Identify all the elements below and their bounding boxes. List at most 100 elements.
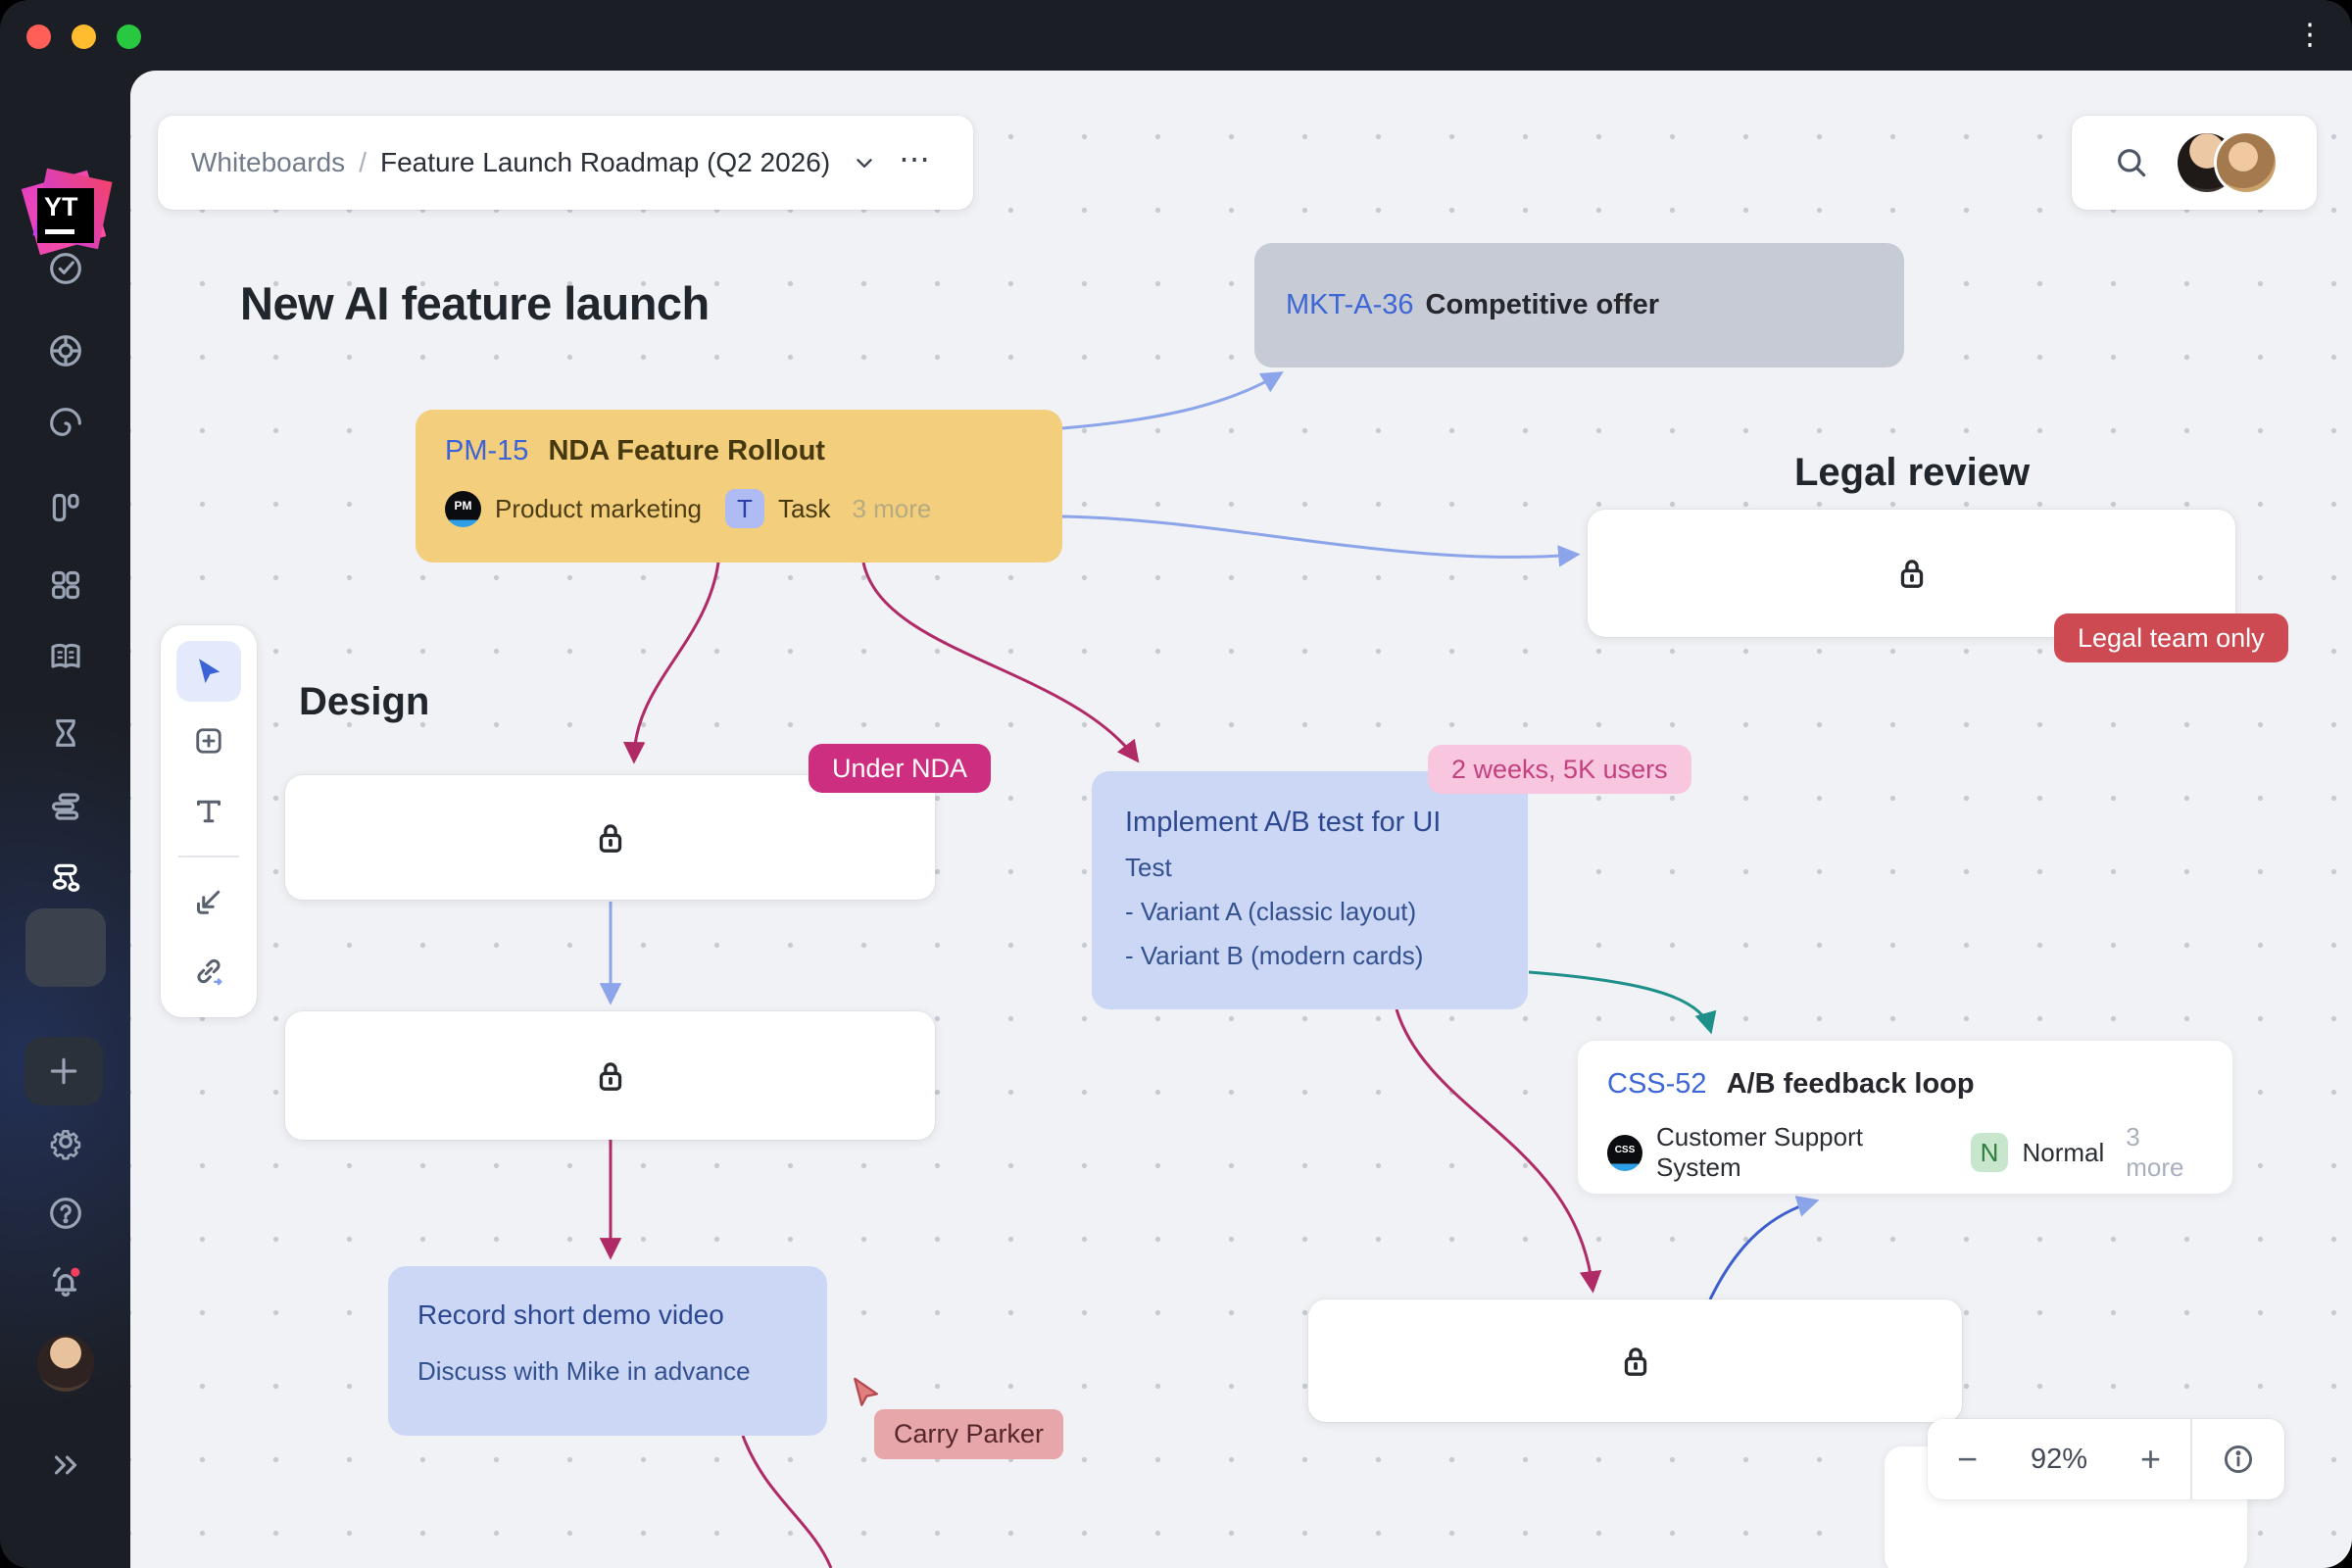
cursor-icon (199, 659, 220, 683)
sidebar-item-whiteboards-active[interactable] (25, 908, 106, 987)
project-name: Customer Support System (1655, 1122, 1863, 1182)
priority-label: Normal (2022, 1137, 2105, 1167)
book-icon (50, 643, 80, 668)
zoom-bar: − 92% + (1928, 1419, 2284, 1499)
project-name: Product marketing (495, 493, 702, 523)
sidebar-item-tasks[interactable] (0, 241, 130, 296)
search-icon[interactable] (2113, 144, 2150, 181)
sticky-title: Implement A/B test for UI (1125, 807, 1442, 838)
gantt-icon (51, 793, 79, 820)
locked-card-design-2[interactable] (285, 1011, 935, 1140)
sidebar-item-boards[interactable] (0, 480, 130, 535)
collaborator-cursor: Carry Parker (851, 1376, 1064, 1459)
sidebar-item-gantt[interactable] (0, 779, 130, 834)
add-node-tool[interactable] (176, 711, 241, 772)
locked-card-design-1[interactable] (285, 775, 935, 900)
lock-icon (1624, 1347, 1646, 1376)
sidebar: YT (0, 71, 130, 1568)
issue-key[interactable]: CSS-52 (1607, 1068, 1707, 1100)
breadcrumb-separator: / (359, 147, 367, 177)
collaborator-avatar[interactable] (2217, 133, 2276, 192)
sidebar-item-knowledge-base[interactable] (0, 629, 130, 684)
create-button[interactable] (24, 1037, 103, 1105)
hourglass-icon (55, 719, 75, 747)
sidebar-item-reports[interactable] (0, 396, 130, 451)
sidebar-expand-button[interactable] (0, 1438, 130, 1493)
canvas-title[interactable]: New AI feature launch (240, 277, 710, 329)
lock-icon (1900, 560, 1923, 588)
locked-card-bottom[interactable] (1308, 1299, 1962, 1422)
link-tool[interactable] (176, 941, 241, 1002)
card-ab-test[interactable]: Implement A/B test for UI Test - Variant… (1092, 771, 1528, 1009)
card-mkt-a-36[interactable]: MKT-A-36 Competitive offer (1254, 243, 1904, 368)
import-tool[interactable] (176, 871, 241, 932)
board-more-menu[interactable]: ⋯ (899, 141, 933, 176)
gear-icon (50, 1129, 80, 1160)
connector-record-down (741, 1435, 833, 1568)
maximize-window-button[interactable] (117, 24, 141, 49)
board-icon (52, 493, 79, 522)
bell-icon (52, 1267, 79, 1298)
minimize-window-button[interactable] (72, 24, 96, 49)
help-icon (49, 1198, 81, 1229)
whiteboard-canvas[interactable]: Whiteboards / Feature Launch Roadmap (Q2… (130, 71, 2352, 1568)
text-tool[interactable] (176, 781, 241, 842)
double-chevron-right-icon (54, 1455, 76, 1475)
whiteboard-icon[interactable] (0, 850, 130, 905)
priority-badge: N (1970, 1133, 2009, 1172)
presence-panel (2072, 116, 2317, 210)
spiral-icon (49, 408, 81, 436)
card-css-52[interactable]: CSS-52 A/B feedback loop CSS Customer Su… (1578, 1041, 2232, 1194)
titlebar: ⋮ (0, 0, 2352, 71)
breadcrumb-current[interactable]: Feature Launch Roadmap (Q2 2026) (379, 147, 831, 177)
whiteboard-icon (52, 863, 79, 892)
text-icon (197, 800, 220, 823)
connector-pm-to-mkt (1061, 371, 1284, 430)
connector-ab-to-bottom (1395, 1008, 1602, 1294)
legal-section-heading[interactable]: Legal review (1794, 451, 2031, 494)
canvas-toolbar (161, 625, 257, 1017)
issue-key[interactable]: PM-15 (445, 435, 529, 466)
sidebar-item-helpdesk[interactable] (0, 323, 130, 378)
toolbar-divider (178, 855, 239, 858)
sidebar-item-projects[interactable] (0, 558, 130, 612)
design-section-heading[interactable]: Design (299, 680, 430, 723)
frame-plus-icon (196, 728, 221, 755)
badge-two-weeks[interactable]: 2 weeks, 5K users (1428, 745, 1691, 794)
sticky-note: Discuss with Mike in advance (417, 1356, 751, 1386)
badge-legal-team-only[interactable]: Legal team only (2054, 613, 2288, 662)
connector-pm-to-ab (861, 562, 1140, 763)
sidebar-item-settings[interactable] (0, 1114, 130, 1169)
chevron-down-icon[interactable] (852, 150, 877, 175)
check-circle-icon (49, 253, 81, 284)
plus-icon (50, 1057, 77, 1085)
breadcrumb-whiteboards-link[interactable]: Whiteboards (191, 147, 346, 177)
youtrack-logo[interactable]: YT (21, 168, 113, 256)
zoom-in-button[interactable]: + (2139, 1439, 2161, 1479)
user-avatar[interactable] (37, 1335, 94, 1392)
close-window-button[interactable] (26, 24, 51, 49)
connector-pm-to-legal (1061, 514, 1581, 567)
sidebar-item-notifications[interactable] (0, 1254, 130, 1309)
project-avatar: CSS (1607, 1134, 1642, 1171)
select-tool[interactable] (176, 641, 241, 702)
info-button[interactable] (2192, 1442, 2284, 1477)
collaborator-name-label: Carry Parker (874, 1409, 1064, 1459)
link-icon (197, 959, 222, 986)
sticky-title: Record short demo video (417, 1299, 724, 1330)
zoom-level: 92% (2030, 1443, 2088, 1475)
type-badge: T (724, 489, 764, 528)
sidebar-item-help[interactable] (0, 1186, 130, 1241)
connector-ab-to-css (1528, 970, 1717, 1035)
window-menu-icon[interactable]: ⋮ (2295, 19, 2325, 51)
more-fields-label[interactable]: 3 more (852, 493, 932, 523)
issue-summary: A/B feedback loop (1726, 1068, 1975, 1100)
badge-under-nda[interactable]: Under NDA (808, 744, 992, 793)
zoom-out-button[interactable]: − (1957, 1439, 1979, 1479)
card-record-video[interactable]: Record short demo video Discuss with Mik… (388, 1266, 827, 1436)
card-pm-15[interactable]: PM-15 NDA Feature Rollout PM Product mar… (416, 410, 1062, 563)
sidebar-item-timesheets[interactable] (0, 706, 130, 760)
more-fields-label[interactable]: 3 more (2126, 1122, 2184, 1182)
info-icon (2224, 1445, 2253, 1474)
issue-key[interactable]: MKT-A-36 (1286, 289, 1414, 320)
